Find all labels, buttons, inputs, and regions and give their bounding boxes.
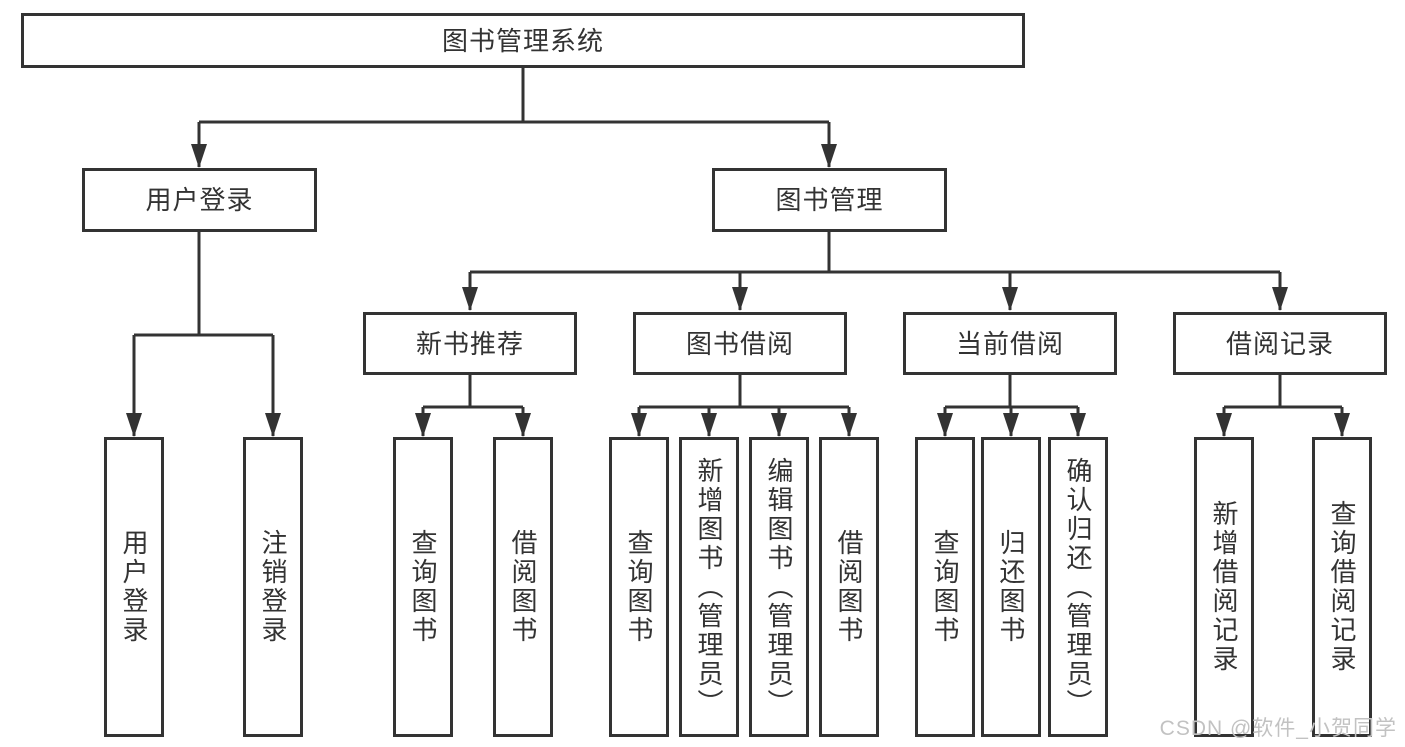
leaf-borrow-books-recommend: 借阅图书 xyxy=(493,437,553,737)
leaf-user-login: 用户登录 xyxy=(104,437,164,737)
book-borrow-children-connector xyxy=(631,375,857,437)
leaf-label: 注销登录 xyxy=(258,529,288,645)
leaf-edit-books-admin: 编辑图书（管理员） xyxy=(749,437,809,737)
node-label: 图书借阅 xyxy=(685,328,794,359)
user-login-children-connector xyxy=(126,232,281,437)
leaf-logout: 注销登录 xyxy=(243,437,303,737)
node-label: 借阅记录 xyxy=(1225,328,1334,359)
current-borrow-children-connector xyxy=(937,375,1086,437)
node-user-login: 用户登录 xyxy=(82,168,317,232)
root-to-level2-connector xyxy=(191,68,837,168)
leaf-query-borrow-record: 查询借阅记录 xyxy=(1312,437,1372,737)
node-book-borrow: 图书借阅 xyxy=(633,312,847,375)
new-book-recommend-children-connector xyxy=(415,375,531,437)
leaf-add-borrow-record: 新增借阅记录 xyxy=(1194,437,1254,737)
leaf-query-books-borrow: 查询图书 xyxy=(609,437,669,737)
node-library-management-system: 图书管理系统 xyxy=(21,13,1025,68)
leaf-label: 新增借阅记录 xyxy=(1209,500,1239,674)
node-label: 用户登录 xyxy=(145,185,254,215)
leaf-label: 借阅图书 xyxy=(508,529,538,645)
leaf-label: 查询图书 xyxy=(408,529,438,645)
node-book-management: 图书管理 xyxy=(712,168,947,232)
csdn-watermark: CSDN @软件_小贺同学 xyxy=(1159,717,1397,740)
leaf-label: 用户登录 xyxy=(119,529,149,645)
leaf-label: 查询图书 xyxy=(930,529,960,645)
leaf-label: 新增图书（管理员） xyxy=(694,456,724,718)
node-new-book-recommend: 新书推荐 xyxy=(363,312,577,375)
leaf-add-books-admin: 新增图书（管理员） xyxy=(679,437,739,737)
leaf-label: 归还图书 xyxy=(996,529,1026,645)
leaf-borrow-books: 借阅图书 xyxy=(819,437,879,737)
leaf-confirm-return-admin: 确认归还（管理员） xyxy=(1048,437,1108,737)
leaf-label: 借阅图书 xyxy=(834,529,864,645)
node-current-borrow: 当前借阅 xyxy=(903,312,1117,375)
leaf-label: 确认归还（管理员） xyxy=(1063,456,1093,718)
node-label: 新书推荐 xyxy=(415,328,524,359)
leaf-query-books-recommend: 查询图书 xyxy=(393,437,453,737)
node-label: 图书管理 xyxy=(775,185,884,215)
borrow-records-children-connector xyxy=(1216,375,1350,437)
book-management-children-connector xyxy=(462,232,1288,311)
leaf-label: 查询图书 xyxy=(624,529,654,645)
leaf-label: 查询借阅记录 xyxy=(1327,500,1357,674)
leaf-return-books: 归还图书 xyxy=(981,437,1041,737)
leaf-label: 编辑图书（管理员） xyxy=(764,456,794,718)
node-label: 图书管理系统 xyxy=(441,25,604,56)
leaf-query-books-current: 查询图书 xyxy=(915,437,975,737)
node-borrow-records: 借阅记录 xyxy=(1173,312,1387,375)
node-label: 当前借阅 xyxy=(955,328,1064,359)
